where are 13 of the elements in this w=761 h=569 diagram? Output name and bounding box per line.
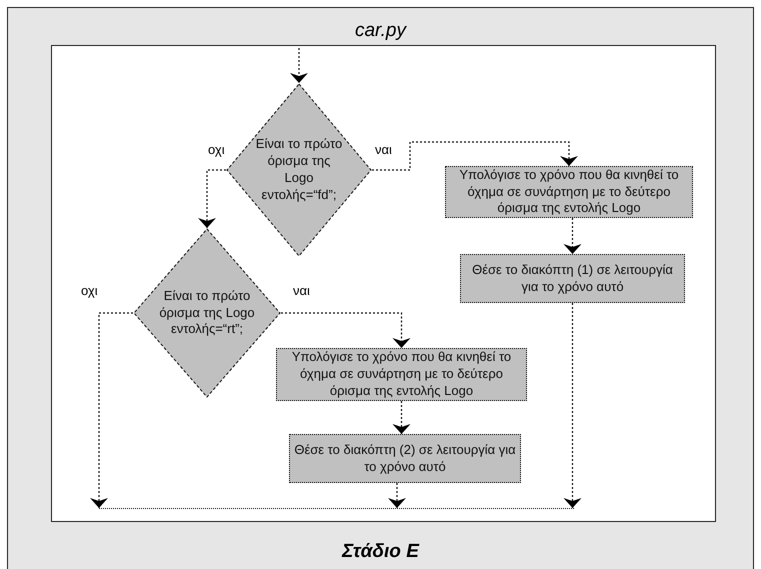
node-text: Είναι το πρώτο όρισμα της Logo εντολής=“rt”; [159,288,255,338]
process-box [460,254,685,303]
title: car.py [354,20,408,42]
node-text: Υπολόγισε το χρόνο που θα κινηθεί το όχημα σε συνάρτηση με το δεύτερο όρισμα της εντολής Logo [290,349,512,400]
node-text: Είναι το πρώτο όρισμα της Logo εντολής=“fd”; [254,136,344,204]
merge-line [99,508,574,510]
caption: Στάδιο Ε [340,541,420,563]
decision-diamond [133,228,281,398]
node-text: Θέσε το διακόπτη (2) σε λειτουργία για το χρόνο αυτό [293,442,517,476]
decision-diamond [226,83,372,257]
node-text: Θέσε το διακόπτη (1) σε λειτουργία για το χρόνο αυτό [471,262,674,296]
process-box [289,434,521,483]
node-text: Υπολόγισε το χρόνο που θα κινηθεί το όχημα σε συνάρτηση με το δεύτερο όρισμα της εντολής Logo [458,166,680,218]
